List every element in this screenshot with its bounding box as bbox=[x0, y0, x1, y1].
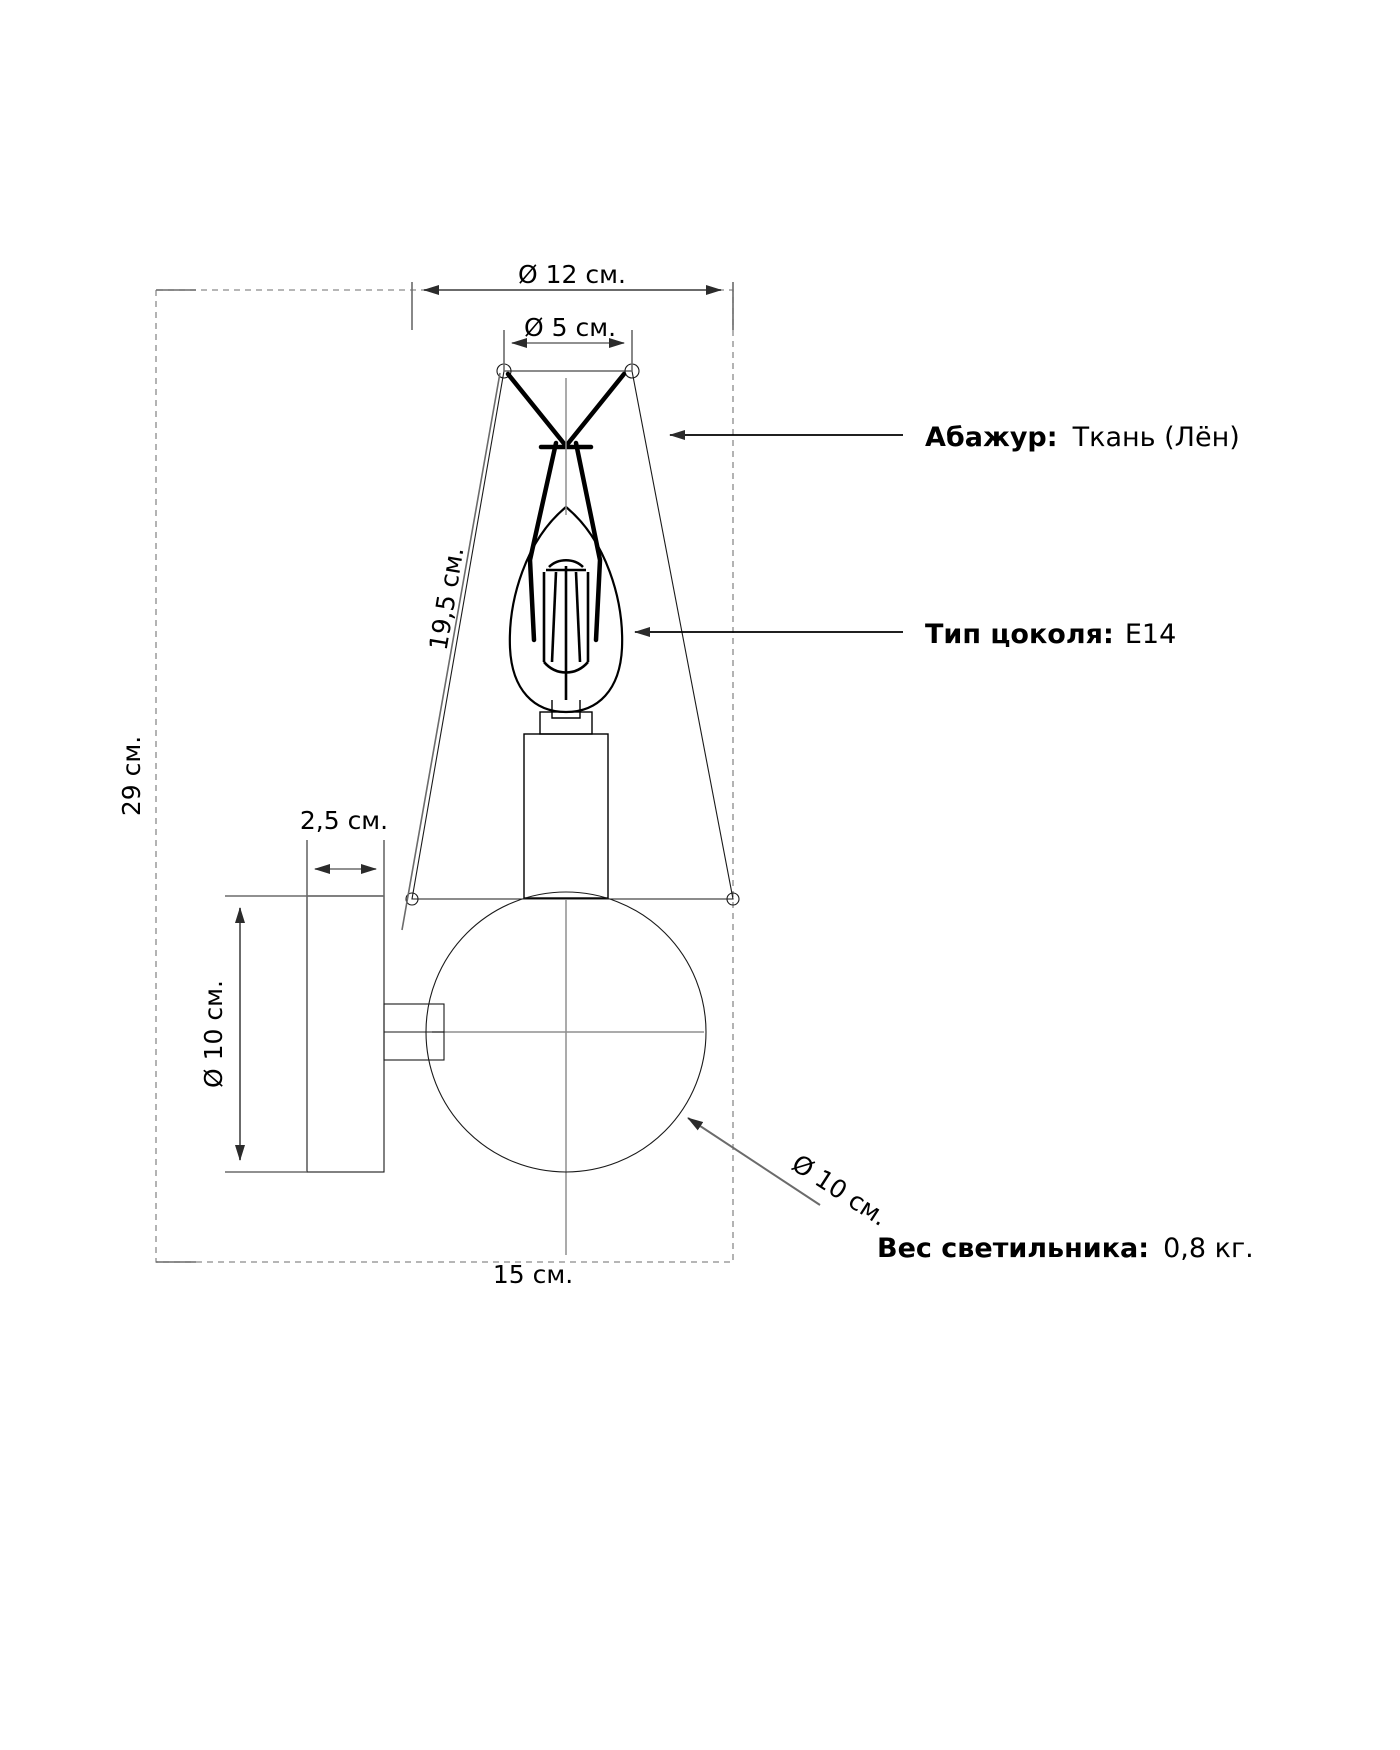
dimension-label-total-height: 29 см. bbox=[117, 736, 146, 816]
callout-shade-value: Ткань (Лён) bbox=[1072, 422, 1240, 453]
light-bulb bbox=[505, 371, 627, 899]
dimension-label-shade-top-diameter: Ø 12 см. bbox=[518, 260, 626, 289]
dimension-wall-plate-offset: 2,5 см. bbox=[300, 806, 388, 900]
dimension-label-total-depth: 15 см. bbox=[493, 1260, 573, 1289]
dimension-total-depth: 15 см. bbox=[493, 1260, 573, 1289]
callout-shade-text: Абажур: Ткань (Лён) bbox=[925, 422, 1240, 453]
glass-sphere bbox=[425, 891, 707, 1173]
spec-weight: Вес светильника: 0,8 кг. bbox=[877, 1233, 1254, 1264]
callout-socket: Тип цоколя: E14 bbox=[634, 619, 1176, 650]
callout-socket-text: Тип цоколя: E14 bbox=[925, 619, 1176, 650]
center-lines bbox=[432, 378, 704, 1255]
spec-weight-label: Вес светильника: bbox=[877, 1233, 1149, 1264]
bulb-filament bbox=[542, 558, 590, 700]
callout-shade: Абажур: Ткань (Лён) bbox=[669, 422, 1240, 453]
spec-weight-value: 0,8 кг. bbox=[1163, 1233, 1254, 1264]
callout-socket-label: Тип цоколя: bbox=[925, 619, 1114, 650]
dimension-shade-top-diameter: Ø 12 см. bbox=[411, 260, 734, 330]
dimension-label-wall-plate-offset: 2,5 см. bbox=[300, 806, 388, 835]
callout-socket-value: E14 bbox=[1125, 619, 1176, 650]
dimension-label-wall-plate-diameter: Ø 10 см. bbox=[199, 980, 228, 1088]
dimension-wall-plate-diameter: Ø 10 см. bbox=[199, 895, 307, 1173]
dimension-shade-inner-diameter: Ø 5 см. bbox=[503, 313, 633, 372]
callout-shade-label: Абажур: bbox=[925, 422, 1058, 453]
lamp-shade-outline bbox=[405, 363, 740, 906]
arm-connector bbox=[383, 1003, 445, 1061]
dimension-total-height: 29 см. bbox=[117, 289, 196, 1263]
spec-weight-text: Вес светильника: 0,8 кг. bbox=[877, 1233, 1254, 1264]
dimension-label-shade-inner-diameter: Ø 5 см. bbox=[524, 313, 616, 342]
